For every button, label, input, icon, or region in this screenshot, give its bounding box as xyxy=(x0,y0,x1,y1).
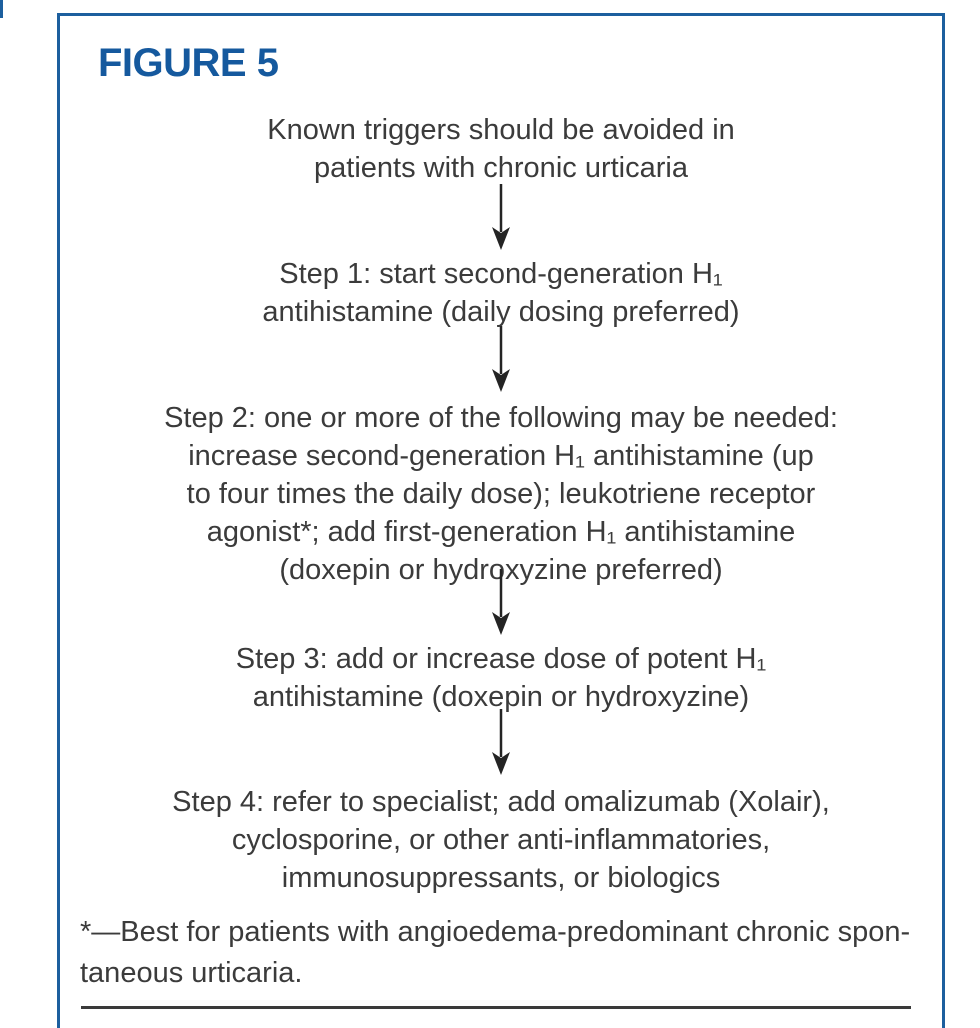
figure-label: FIGURE 5 xyxy=(98,41,279,85)
flow-node-step-1: Step 1: start second-generation H₁ antih… xyxy=(262,258,740,328)
flow-arrow-down-icon xyxy=(492,569,510,635)
flow-arrow-down-icon xyxy=(492,326,510,392)
flow-arrow-down-icon xyxy=(492,184,510,250)
flow-arrow-down-icon xyxy=(492,709,510,775)
flow-node-step-3: Step 3: add or increase dose of potent H… xyxy=(235,643,767,713)
flow-node-avoid-triggers: Known triggers should be avoided in pati… xyxy=(267,114,735,184)
page-edge-artifact xyxy=(0,0,3,18)
figure-frame: FIGURE 5 Known triggers should be avoide… xyxy=(57,13,945,1028)
flow-node-step-2: Step 2: one or more of the following may… xyxy=(164,402,838,586)
flow-node-step-4: Step 4: refer to specialist; add omalizu… xyxy=(172,786,830,894)
figure-footnote: *—Best for patients with angioedema-pred… xyxy=(80,916,911,989)
bottom-rule xyxy=(81,1006,911,1009)
